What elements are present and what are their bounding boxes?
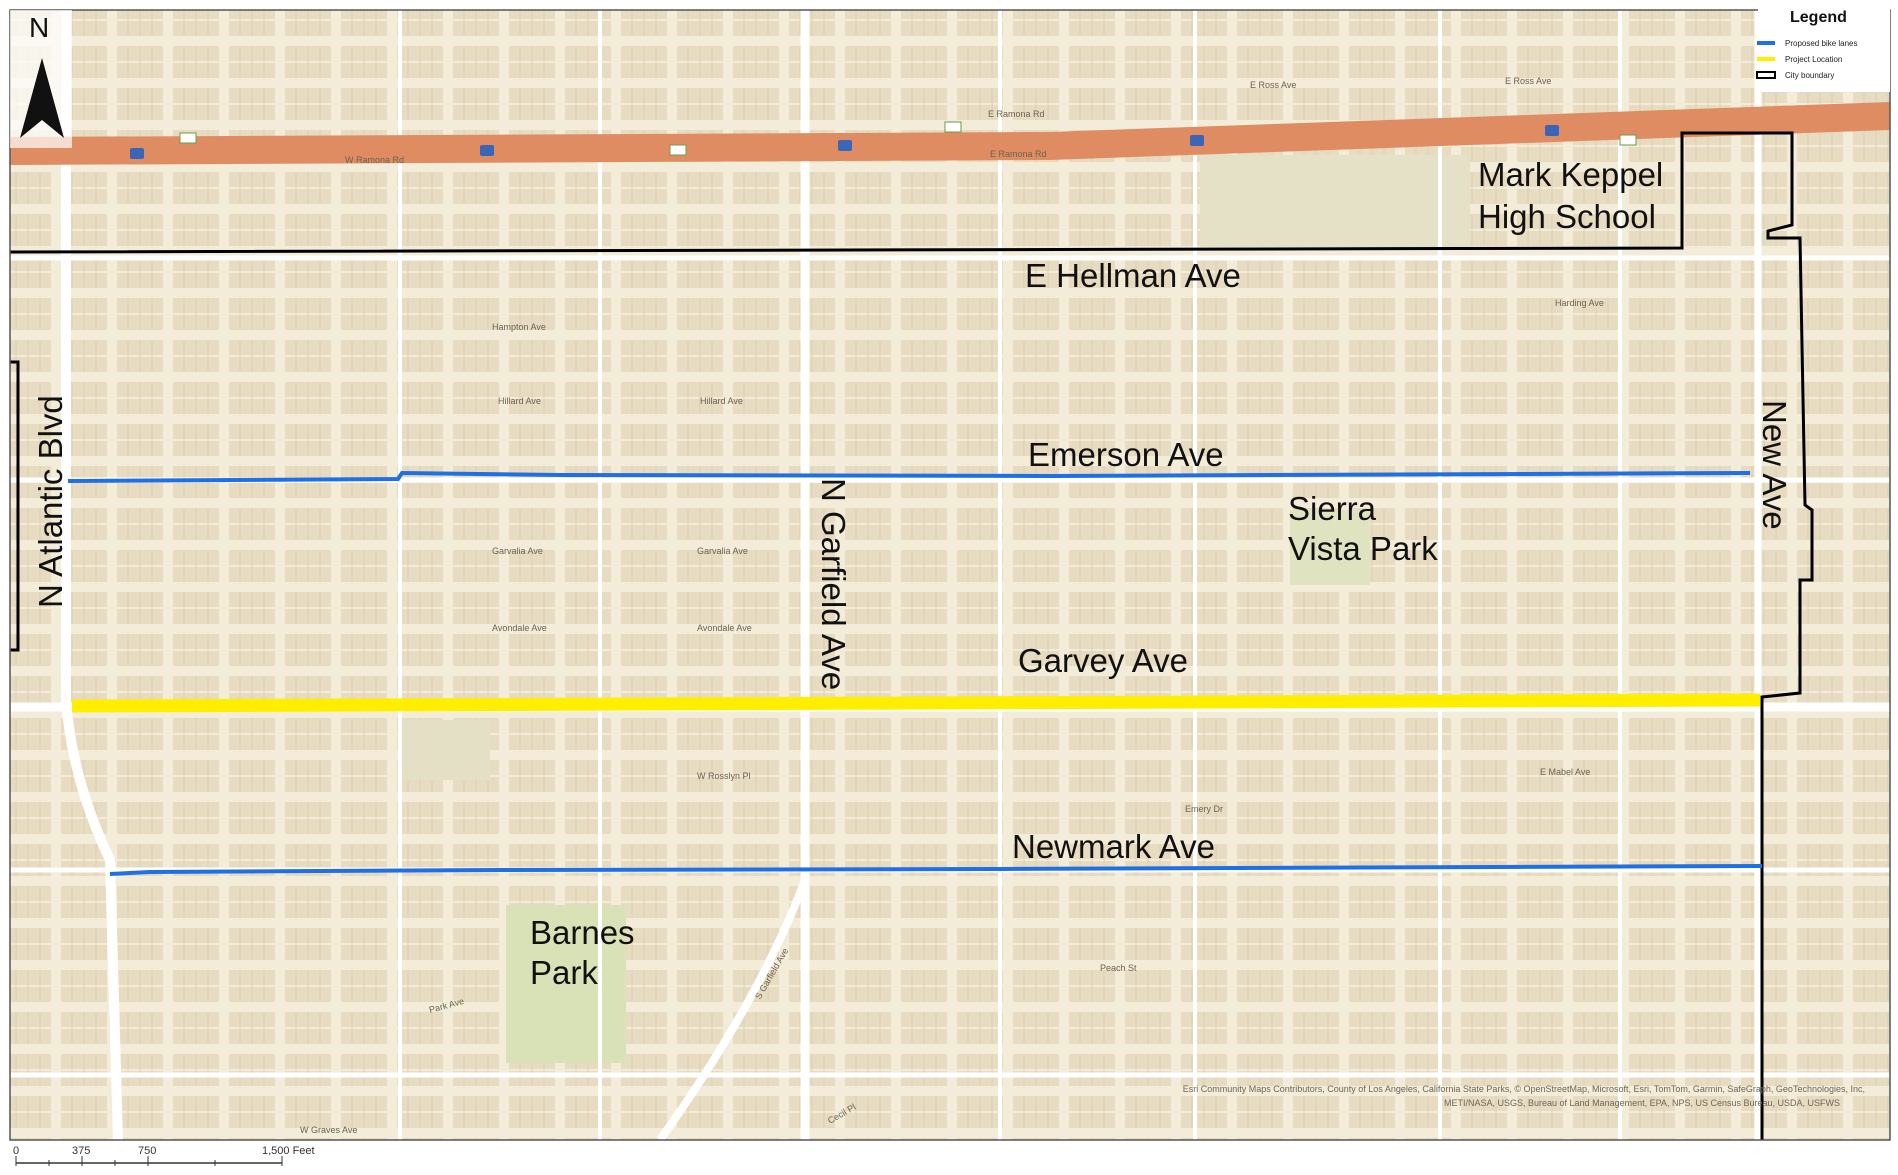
city-boundary <box>9 131 1814 1140</box>
legend-item-proposed-bike-lanes: Proposed bike lanes <box>1785 39 1858 48</box>
garvey-ave-project-location <box>71 693 1761 713</box>
street-label-hampton-ave: Hampton Ave <box>492 322 546 332</box>
street-label-harding-ave: Harding Ave <box>1555 298 1604 308</box>
street-label-e-mabel-ave: E Mabel Ave <box>1540 767 1590 777</box>
scale-tick-375: 375 <box>72 1145 90 1157</box>
map-base <box>10 10 1890 1140</box>
label-e-hellman-ave: E Hellman Ave <box>1025 257 1241 294</box>
legend-item-city-boundary: City boundary <box>1785 71 1834 80</box>
label-n-atlantic-blvd: N Atlantic Blvd <box>32 395 69 608</box>
label-new-ave: New Ave <box>1756 400 1793 530</box>
street-label-e-ross-ave: E Ross Ave <box>1250 80 1296 90</box>
street-label-emery-dr: Emery Dr <box>1185 804 1223 814</box>
street-label-e-ramona-rd-south: E Ramona Rd <box>990 149 1047 159</box>
label-newmark-ave: Newmark Ave <box>1012 828 1215 865</box>
school-campus-area <box>1200 155 1470 247</box>
label-school-line2: High School <box>1478 198 1656 235</box>
street-label-avondale-ave: Avondale Ave <box>492 623 547 633</box>
street-label-peach-st: Peach St <box>1100 963 1137 973</box>
attribution-line2: METI/NASA, USGS, Bureau of Land Manageme… <box>1444 1098 1840 1108</box>
street-label-w-graves-ave: W Graves Ave <box>300 1125 357 1135</box>
freeway-shields <box>130 121 1637 159</box>
street-label-garvalia-ave: Garvalia Ave <box>492 546 543 556</box>
newmark-ave-bike-lane <box>109 864 1763 876</box>
sierra-vista-park-area <box>1290 510 1370 585</box>
label-barnes-line2: Park <box>530 954 598 991</box>
street-label-hillard-ave: Hillard Ave <box>498 396 541 406</box>
legend-title: Legend <box>1790 9 1847 26</box>
north-letter: N <box>29 12 49 43</box>
northstar-school-area <box>400 720 490 780</box>
street-label-avondale-ave-east: Avondale Ave <box>697 623 752 633</box>
scale-tick-750: 750 <box>138 1145 156 1157</box>
map-border <box>9 9 1891 1141</box>
map-legend: Legend Proposed bike lanes Project Locat… <box>1756 8 1890 92</box>
attribution-line1: Esri Community Maps Contributors, County… <box>1183 1084 1865 1094</box>
label-barnes-line1: Barnes <box>530 914 635 951</box>
label-sierra-vista-line2: Vista Park <box>1288 530 1438 567</box>
street-label-hillard-ave-east: Hillard Ave <box>700 396 743 406</box>
street-label-w-rosslyn-pl: W Rosslyn Pl <box>697 771 751 781</box>
label-garvey-ave: Garvey Ave <box>1018 642 1188 679</box>
street-label-garvalia-ave-east: Garvalia Ave <box>697 546 748 556</box>
scale-tick-0: 0 <box>13 1145 19 1157</box>
scale-bar: 0 375 750 1,500 Feet <box>0 1142 1898 1170</box>
street-label-e-ross-ave-east: E Ross Ave <box>1505 76 1551 86</box>
label-emerson-ave: Emerson Ave <box>1028 436 1224 473</box>
legend-item-project-location: Project Location <box>1785 55 1842 64</box>
street-label-e-ramona-rd: E Ramona Rd <box>988 109 1045 119</box>
scale-tick-1500: 1,500 Feet <box>262 1145 315 1157</box>
label-school-line1: Mark Keppel <box>1478 156 1663 193</box>
label-n-garfield-ave: N Garfield Ave <box>815 478 852 690</box>
barnes-park-area <box>506 905 626 1063</box>
north-arrow: N <box>10 10 72 148</box>
label-sierra-vista-line1: Sierra <box>1288 490 1377 527</box>
emerson-ave-bike-lane <box>67 470 1751 483</box>
street-label-w-ramona-rd: W Ramona Rd <box>345 155 404 165</box>
